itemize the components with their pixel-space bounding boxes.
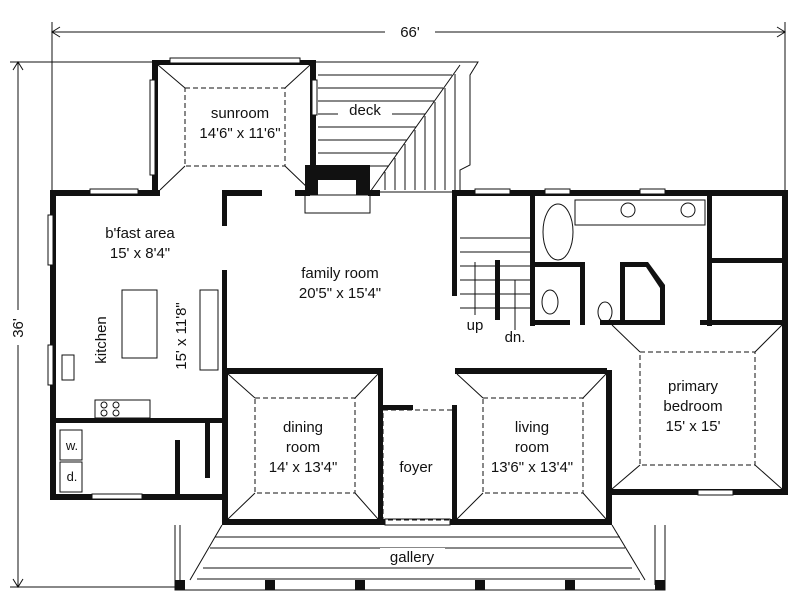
room-labels: sunroom 14'6" x 11'6" b'fast area 15' x … bbox=[65, 105, 723, 484]
primary-label-2: bedroom bbox=[663, 398, 722, 415]
dining-label-2: room bbox=[286, 439, 320, 456]
staircase[interactable] bbox=[460, 237, 530, 330]
kitchen-label: kitchen bbox=[93, 316, 110, 364]
living-label-2: room bbox=[515, 439, 549, 456]
primary-size: 15' x 15' bbox=[666, 418, 721, 435]
depth-dimension: 36' bbox=[10, 61, 175, 588]
dining-label-1: dining bbox=[283, 419, 323, 436]
family-room-label: family room bbox=[301, 265, 379, 282]
width-label: 66' bbox=[400, 24, 420, 41]
width-dimension: 66' bbox=[51, 22, 786, 190]
dryer bbox=[59, 461, 83, 493]
living-size: 13'6" x 13'4" bbox=[491, 459, 573, 476]
toilet bbox=[541, 289, 559, 315]
deck-label: deck bbox=[349, 102, 381, 119]
gallery: gallery bbox=[174, 524, 666, 591]
kitchen-island bbox=[121, 289, 158, 359]
foyer-label: foyer bbox=[399, 459, 432, 476]
bathtub bbox=[542, 203, 574, 261]
dining-size: 14' x 13'4" bbox=[269, 459, 338, 476]
kitchen-size: 15' x 11'8" bbox=[173, 302, 190, 370]
deck: deck bbox=[313, 61, 479, 193]
fixtures bbox=[59, 199, 706, 493]
ceiling-outlines bbox=[157, 64, 783, 521]
walls bbox=[50, 60, 788, 525]
dryer-label: d. bbox=[67, 469, 78, 484]
sunroom-label: sunroom bbox=[211, 105, 269, 122]
washer bbox=[59, 429, 83, 461]
living-label-1: living bbox=[515, 419, 549, 436]
sunroom-size: 14'6" x 11'6" bbox=[199, 125, 280, 142]
bfast-label: b'fast area bbox=[105, 225, 175, 242]
washer-label: w. bbox=[65, 438, 78, 453]
bfast-size: 15' x 8'4" bbox=[110, 245, 170, 262]
gallery-label: gallery bbox=[390, 549, 435, 566]
family-room-size: 20'5" x 15'4" bbox=[299, 285, 381, 302]
windows bbox=[47, 57, 734, 526]
depth-label: 36' bbox=[10, 318, 27, 338]
stairs-down-label: dn. bbox=[505, 329, 526, 346]
cooktop bbox=[94, 399, 151, 419]
primary-label-1: primary bbox=[668, 378, 719, 395]
stairs-up-label: up bbox=[467, 317, 484, 334]
